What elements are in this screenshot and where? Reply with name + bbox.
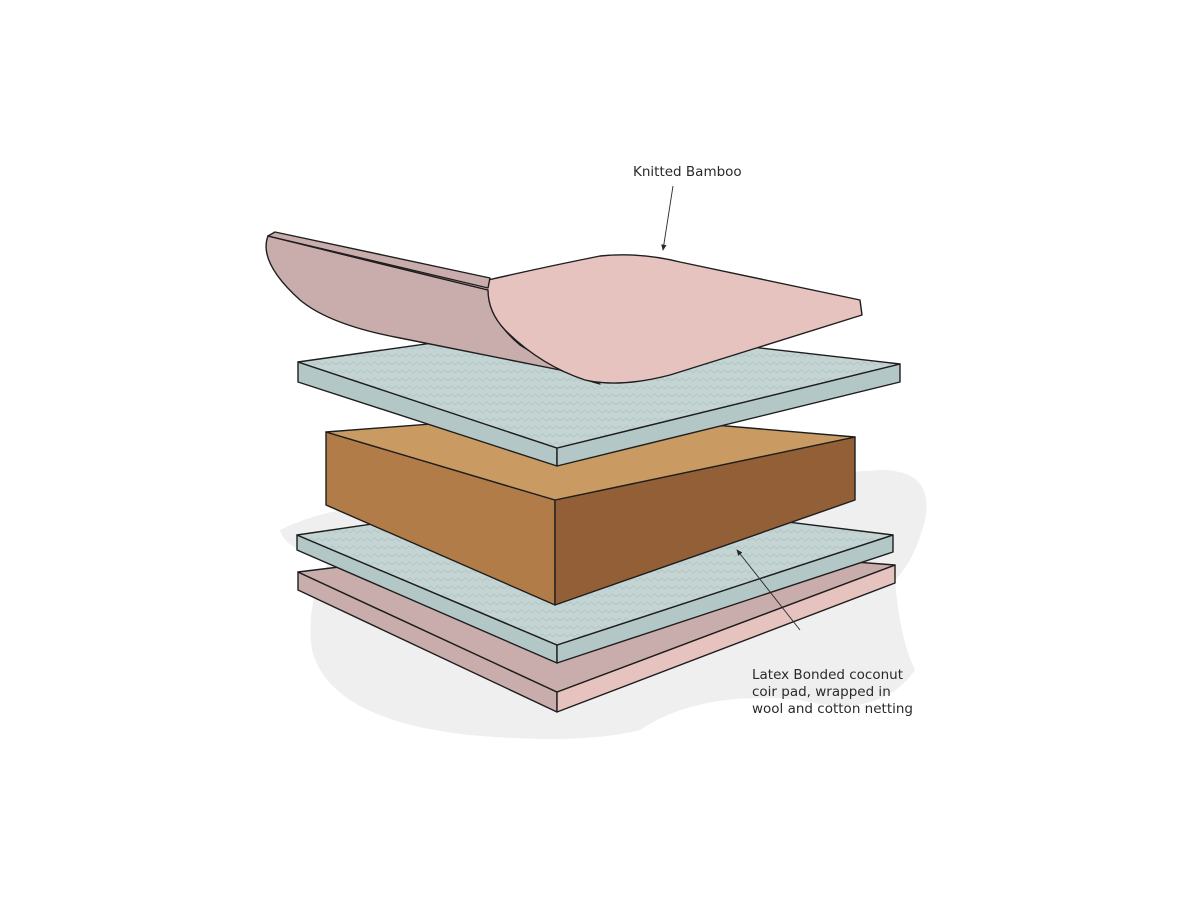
knitted-bamboo-label: Knitted Bamboo xyxy=(633,164,742,180)
coir-pad-label-line-3: wool and cotton netting xyxy=(752,701,913,717)
coir-pad-label: Latex Bonded coconut coir pad, wrapped i… xyxy=(752,667,913,718)
coir-pad-label-line-2: coir pad, wrapped in xyxy=(752,684,891,700)
knitted-bamboo-layer xyxy=(265,231,863,385)
knitted-bamboo-arrow xyxy=(661,185,674,251)
upper-wool-layer xyxy=(297,324,901,467)
coir-pad-label-line-1: Latex Bonded coconut xyxy=(752,667,904,683)
coir-pad-arrow xyxy=(736,549,801,631)
